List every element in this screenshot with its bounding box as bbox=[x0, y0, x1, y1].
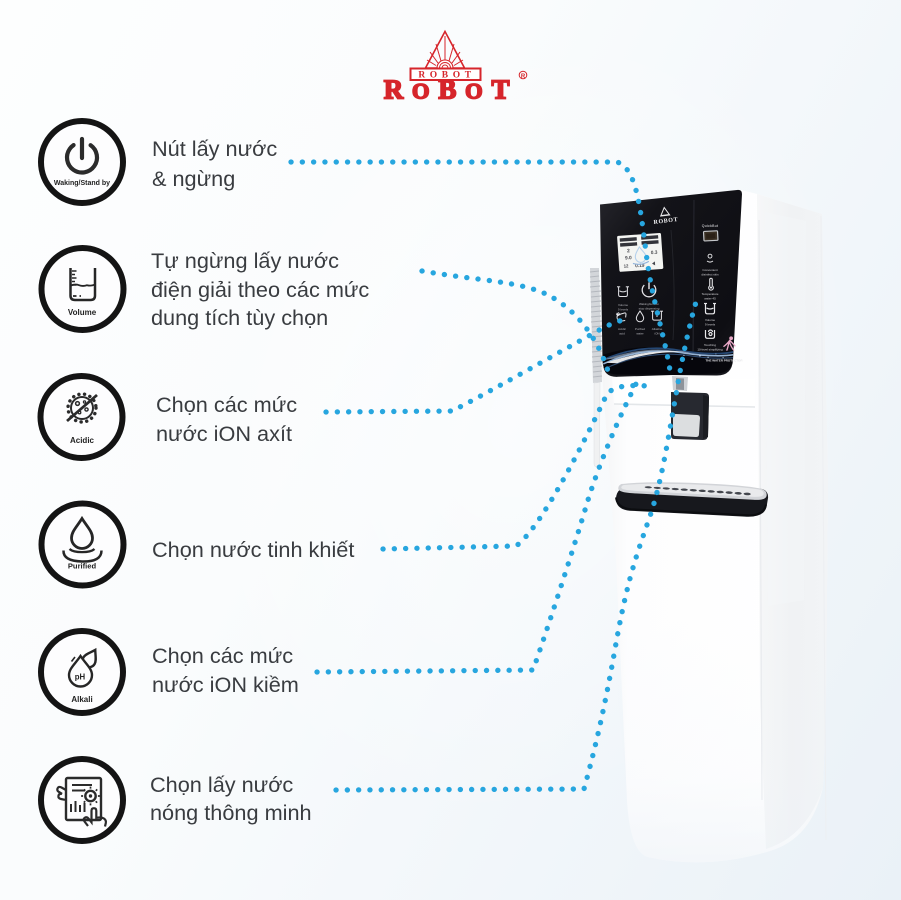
svg-text:acid: acid bbox=[619, 332, 625, 336]
svg-text:Volume: Volume bbox=[68, 308, 97, 317]
svg-text:Tự ngừng lấy nước: Tự ngừng lấy nước bbox=[151, 248, 339, 273]
svg-text:Volume: Volume bbox=[705, 318, 715, 322]
svg-text:9 levels: 9 levels bbox=[618, 308, 629, 312]
svg-text:điện giải theo các mức: điện giải theo các mức bbox=[151, 277, 369, 302]
svg-text:Touching: Touching bbox=[704, 343, 716, 347]
svg-text:Temperature: Temperature bbox=[702, 292, 719, 296]
svg-text:water: water bbox=[636, 332, 643, 336]
svg-text:Waking/Stand by: Waking/Stand by bbox=[54, 180, 110, 187]
svg-text:dung tích tùy chọn: dung tích tùy chọn bbox=[151, 305, 328, 330]
svg-text:Chọn các mức: Chọn các mức bbox=[152, 643, 293, 668]
svg-text:Chọn nước tinh khiết: Chọn nước tinh khiết bbox=[152, 537, 354, 562]
svg-text:nước iON kiềm: nước iON kiềm bbox=[152, 672, 299, 697]
svg-text:2: 2 bbox=[627, 248, 630, 254]
svg-text:nóng thông minh: nóng thông minh bbox=[150, 800, 312, 825]
svg-text:THE WATER PROTECTOR: THE WATER PROTECTOR bbox=[705, 359, 743, 363]
svg-text:12: 12 bbox=[623, 263, 629, 268]
svg-text:disinfect skin: disinfect skin bbox=[701, 273, 719, 277]
svg-text:QuickBut: QuickBut bbox=[702, 224, 719, 228]
svg-text:Alkali: Alkali bbox=[71, 695, 92, 704]
svg-text:ROBOT: ROBOT bbox=[653, 217, 678, 226]
svg-text:nước iON axít: nước iON axít bbox=[156, 421, 292, 446]
svg-text:10-level simplifying: 10-level simplifying bbox=[697, 348, 723, 352]
svg-text:ROBOT: ROBOT bbox=[384, 75, 519, 105]
svg-text:Convenient: Convenient bbox=[702, 268, 717, 272]
svg-text:ROBOT: ROBOT bbox=[418, 71, 475, 81]
svg-text:Waking/turn on: Waking/turn on bbox=[639, 302, 659, 306]
svg-text:9 levels: 9 levels bbox=[705, 323, 716, 327]
svg-text:Acidic: Acidic bbox=[618, 327, 627, 331]
svg-text:Acidic: Acidic bbox=[70, 436, 95, 445]
svg-text:pH: pH bbox=[75, 673, 86, 682]
svg-text:Nút lấy nước: Nút lấy nước bbox=[152, 136, 277, 161]
svg-text:Alkaline: Alkaline bbox=[652, 327, 663, 331]
svg-text:Chọn các mức: Chọn các mức bbox=[156, 392, 297, 417]
svg-text:Purified: Purified bbox=[68, 562, 97, 571]
svg-text:& ngừng: & ngừng bbox=[152, 166, 235, 191]
svg-text:Volume: Volume bbox=[618, 303, 628, 307]
svg-text:0.19: 0.19 bbox=[635, 263, 645, 270]
svg-text:9.0: 9.0 bbox=[625, 255, 632, 261]
svg-text:R: R bbox=[521, 74, 526, 80]
svg-text:water 45: water 45 bbox=[704, 297, 716, 301]
svg-text:0.3: 0.3 bbox=[651, 250, 658, 256]
svg-text:iON: iON bbox=[654, 332, 659, 336]
svg-text:stop dispensing: stop dispensing bbox=[639, 307, 660, 311]
svg-text:Purified: Purified bbox=[635, 327, 646, 331]
svg-text:Chọn lấy nước: Chọn lấy nước bbox=[150, 772, 293, 797]
